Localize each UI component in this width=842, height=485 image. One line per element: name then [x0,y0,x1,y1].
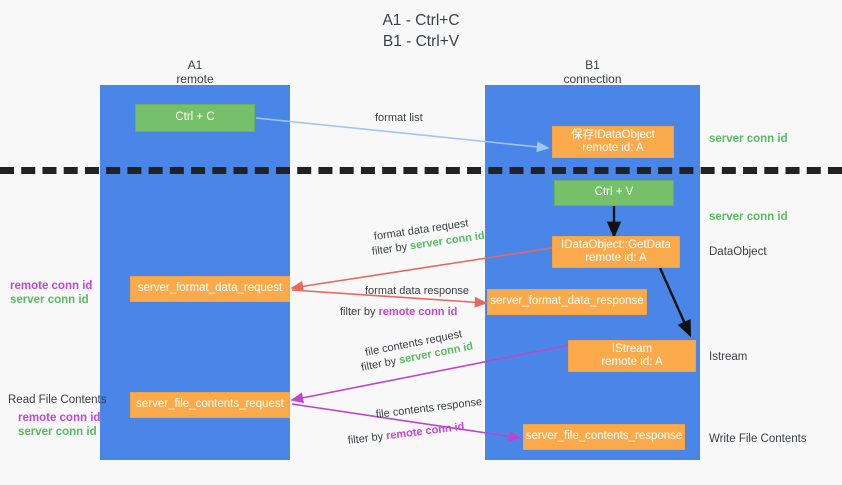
diagram-title: A1 - Ctrl+C B1 - Ctrl+V [382,12,460,50]
edge-label-file-contents-response-text: file contents response [375,395,483,421]
right-label-server-conn-id-2: server conn id [709,211,788,223]
left-label-server-conn-id-2: server conn id [18,426,97,438]
node-server-format-data-response[interactable]: server_format_data_response [487,289,647,315]
right-label-write-file-contents: Write File Contents [709,433,807,445]
filter-key-remote-conn-id: remote conn id [385,420,466,443]
left-label-read-file-contents: Read File Contents [8,394,107,406]
filter-prefix: filter by [347,430,387,447]
node-save-idataobject[interactable]: 保存IDataObject remote id: A [552,126,674,158]
filter-prefix: filter by [371,240,411,258]
node-idataobject-getdata[interactable]: IDataObject::GetData remote id: A [552,236,680,268]
left-label-server-conn-id-1: server conn id [10,294,89,306]
right-label-dataobject: DataObject [709,246,767,258]
edge-label-format-data-response-filter: filter by remote conn id [340,305,457,319]
filter-key-remote-conn-id: remote conn id [378,306,458,318]
node-ctrl-c[interactable]: Ctrl + C [135,104,255,132]
edge-label-file-contents-response-filter: filter by remote conn id [347,420,465,448]
right-label-istream: Istream [709,351,748,363]
node-ctrl-v[interactable]: Ctrl + V [554,180,674,206]
right-label-server-conn-id-1: server conn id [709,133,788,145]
column-header-right: B1 connection [563,58,622,86]
edge-label-format-data-response: format data response [365,285,469,297]
edge-label-file-contents-response: file contents response [375,395,483,422]
node-server-file-contents-request[interactable]: server_file_contents_request [130,392,290,418]
left-label-remote-conn-id-1: remote conn id [10,280,93,292]
column-header-left: A1 remote [176,58,214,86]
node-server-format-data-request[interactable]: server_format_data_request [130,276,290,302]
edge-label-format-list: format list [375,112,423,124]
node-server-file-contents-response[interactable]: server_file_contents_response [523,424,685,450]
left-label-remote-conn-id-2: remote conn id [18,412,101,424]
node-istream[interactable]: IStream remote id: A [568,340,696,372]
filter-prefix: filter by [340,306,379,318]
clipboard-boundary-divider [0,167,842,174]
